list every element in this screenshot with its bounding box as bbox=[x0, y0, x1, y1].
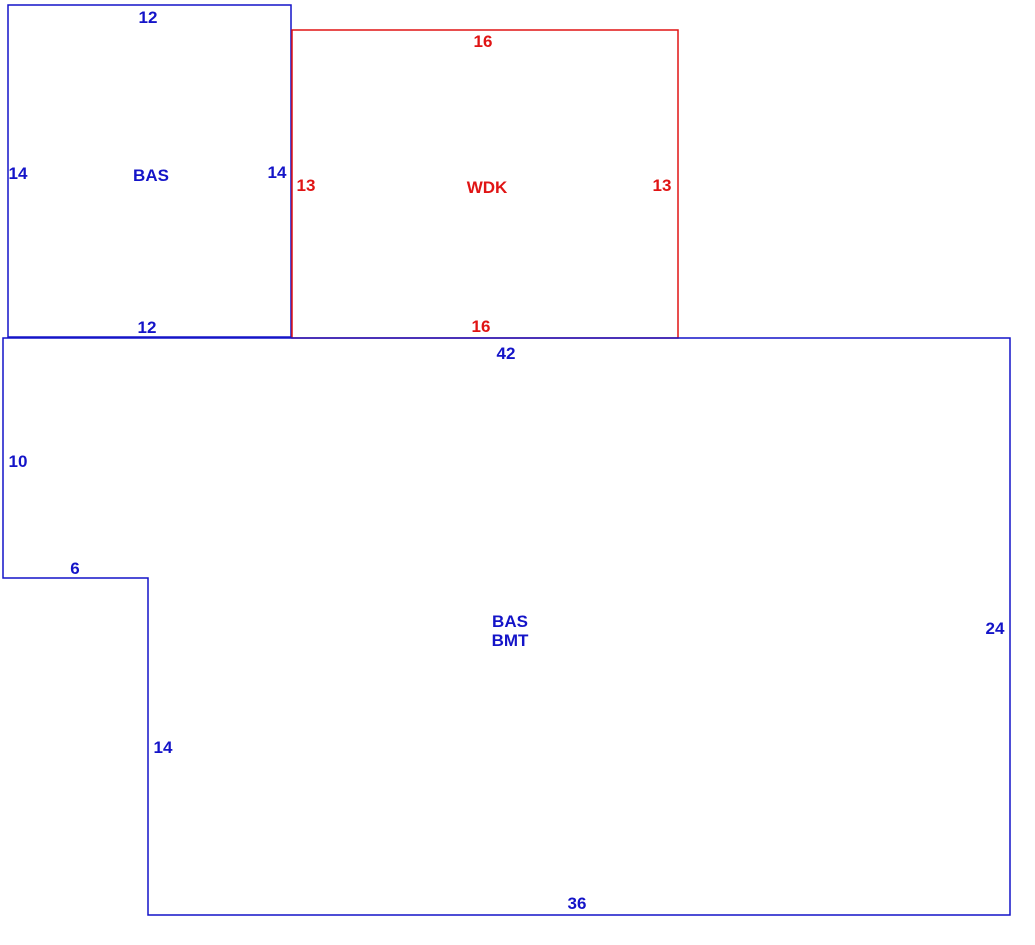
bas-upper-dim-top: 12 bbox=[139, 8, 158, 27]
bas-bmt-dim-left-lower: 14 bbox=[154, 738, 173, 757]
bas-bmt-dim-top: 42 bbox=[497, 344, 516, 363]
bas-bmt-dim-bottom: 36 bbox=[568, 894, 587, 913]
bas-bmt-area-label-line2: BMT bbox=[492, 631, 529, 650]
bas-upper-dim-left: 14 bbox=[9, 164, 28, 183]
bas-bmt-dim-right: 24 bbox=[986, 619, 1005, 638]
bas-bmt-area-label-line1: BAS bbox=[492, 612, 528, 631]
wdk-area-label: WDK bbox=[467, 178, 508, 197]
wdk-dim-bottom: 16 bbox=[472, 317, 491, 336]
bas-area-outline bbox=[7, 4, 292, 338]
wdk-dim-right: 13 bbox=[653, 176, 672, 195]
wdk-dim-left: 13 bbox=[297, 176, 316, 195]
bas-bmt-area-outline bbox=[2, 337, 1011, 916]
bas-bmt-dim-left-upper: 10 bbox=[9, 452, 28, 471]
bas-upper-area-label: BAS bbox=[133, 166, 169, 185]
wdk-dim-top: 16 bbox=[474, 32, 493, 51]
bas-upper-dim-bottom: 12 bbox=[138, 318, 157, 337]
bas-upper-dim-right: 14 bbox=[268, 163, 287, 182]
bas-bmt-dim-notch: 6 bbox=[70, 559, 79, 578]
